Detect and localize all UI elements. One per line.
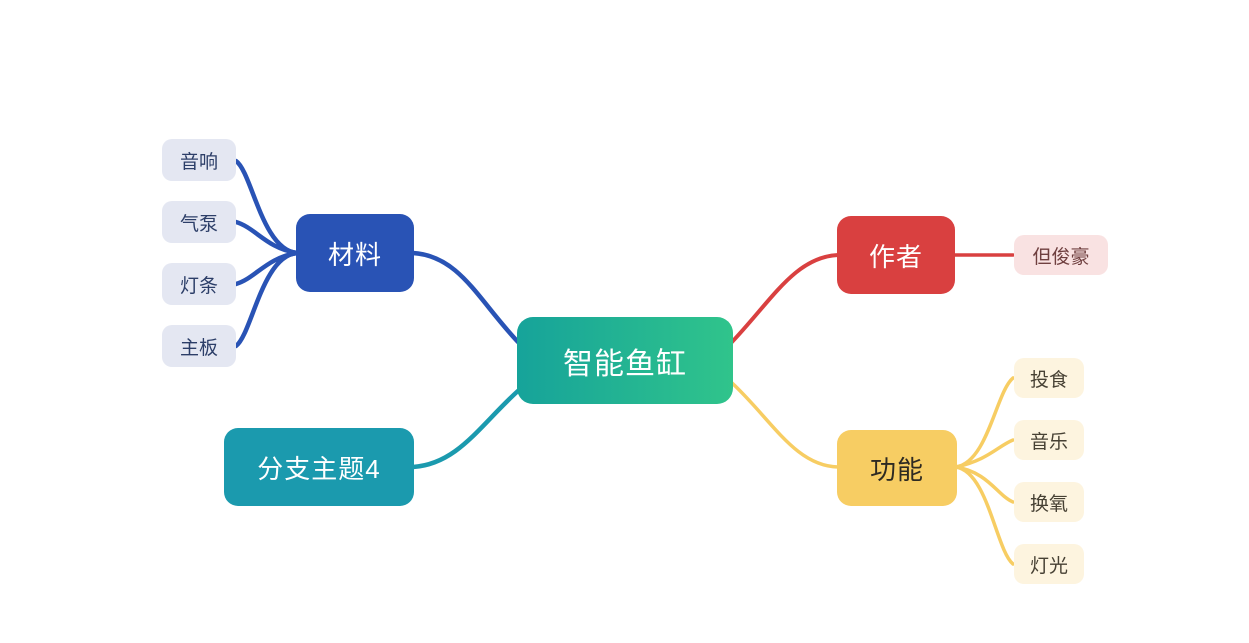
edge-materials-to-speaker xyxy=(233,158,300,256)
central-topic[interactable]: 智能鱼缸 xyxy=(517,317,733,404)
edge-functions-to-music xyxy=(954,438,1015,469)
edge-central-to-materials xyxy=(410,250,522,346)
edge-materials-to-air-pump xyxy=(233,219,300,256)
branch-topic-materials[interactable]: 材料 xyxy=(296,214,414,292)
subtopic-lighting[interactable]: 灯光 xyxy=(1014,544,1084,584)
edge-materials-to-light-strip xyxy=(233,250,300,287)
subtopic-speaker[interactable]: 音响 xyxy=(162,139,236,181)
subtopic-light-strip[interactable]: 灯条 xyxy=(162,263,236,305)
branch-topic-functions[interactable]: 功能 xyxy=(837,430,957,506)
edge-functions-to-feeding xyxy=(954,376,1015,469)
subtopic-air-pump[interactable]: 气泵 xyxy=(162,201,236,243)
branch-topic-author[interactable]: 作者 xyxy=(837,216,955,294)
subtopic-mainboard[interactable]: 主板 xyxy=(162,325,236,367)
edge-materials-to-mainboard xyxy=(233,250,300,349)
subtopic-oxygen[interactable]: 换氧 xyxy=(1014,482,1084,522)
edge-central-to-functions xyxy=(729,380,840,469)
branch-topic-4[interactable]: 分支主题4 xyxy=(224,428,414,506)
edge-central-to-branch4 xyxy=(410,387,522,470)
edge-central-to-author xyxy=(729,253,840,345)
subtopic-feeding[interactable]: 投食 xyxy=(1014,358,1084,398)
edge-functions-to-lighting xyxy=(954,465,1015,566)
subtopic-author-name[interactable]: 但俊豪 xyxy=(1014,235,1108,275)
subtopic-music[interactable]: 音乐 xyxy=(1014,420,1084,460)
edge-functions-to-oxygen xyxy=(954,465,1015,504)
